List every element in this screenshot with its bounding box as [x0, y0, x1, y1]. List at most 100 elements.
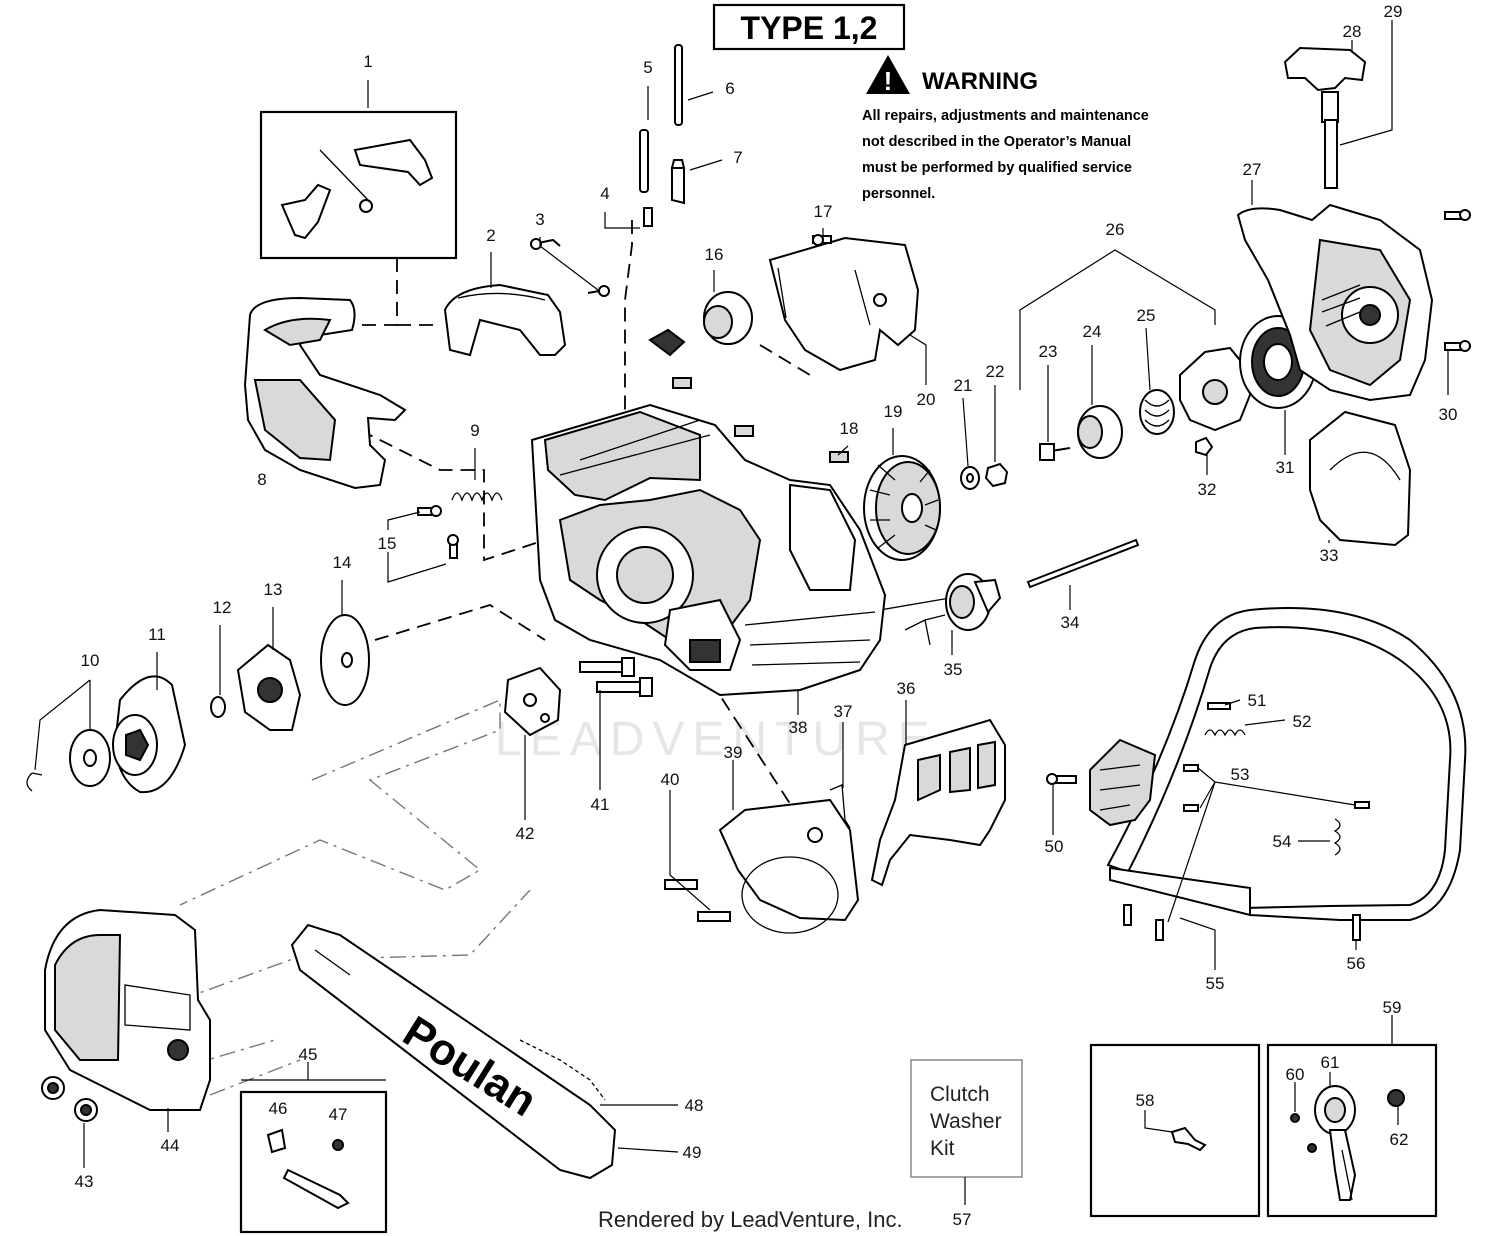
- nut-32: [1195, 436, 1214, 457]
- clips-18: [672, 377, 849, 463]
- callout-15: 15: [378, 534, 397, 553]
- callout-49: 49: [683, 1143, 702, 1162]
- leader-lines: [34, 20, 1449, 1205]
- assembly-lines: [355, 220, 951, 851]
- callout-46: 46: [269, 1099, 288, 1118]
- chain-brake-39: [718, 798, 860, 934]
- nuts-43: [41, 1076, 98, 1122]
- callout-9: 9: [470, 421, 479, 440]
- chain-brake-handle-36: [870, 718, 1006, 887]
- callout-3: 3: [535, 210, 544, 229]
- callout-11: 11: [148, 625, 166, 644]
- callout-58: 58: [1136, 1091, 1155, 1110]
- engine-housing: [530, 403, 887, 697]
- callout-57: 57: [953, 1210, 972, 1229]
- kit-line-1: Clutch: [930, 1083, 990, 1106]
- callout-34: 34: [1061, 613, 1080, 632]
- callout-25: 25: [1137, 306, 1156, 325]
- clutch-ring-10: [26, 729, 111, 792]
- kit-box-45: [239, 1090, 388, 1234]
- callout-23: 23: [1039, 342, 1058, 361]
- callout-labels: 1 2 3 4 5 6 7 8 9 10 11 12 13 14 15 16 1…: [75, 2, 1458, 1229]
- pawl-plate-26: [1179, 346, 1252, 432]
- intake-35: [904, 573, 1002, 646]
- callout-47: 47: [329, 1105, 348, 1124]
- callout-39: 39: [724, 743, 743, 762]
- callout-50: 50: [1045, 837, 1064, 856]
- callout-4: 4: [600, 184, 609, 203]
- starter-housing-27: [1236, 203, 1434, 402]
- washer-12: [210, 696, 226, 718]
- part-58: [1170, 1126, 1207, 1152]
- callout-59: 59: [1383, 998, 1402, 1017]
- svg-text:!: !: [884, 66, 893, 96]
- kit-box-59: [1266, 1043, 1438, 1218]
- callout-60: 60: [1286, 1065, 1305, 1084]
- callout-18: 18: [840, 419, 859, 438]
- callout-48: 48: [685, 1096, 704, 1115]
- front-handle-55: [1089, 607, 1467, 921]
- callout-26: 26: [1106, 220, 1125, 239]
- handle-hardware: [1046, 702, 1370, 941]
- starter-pulley-24: [1077, 405, 1123, 459]
- callout-41: 41: [591, 795, 610, 814]
- screw-23: [1039, 443, 1071, 461]
- callout-24: 24: [1083, 322, 1102, 341]
- nut-22: [984, 462, 1009, 488]
- callout-16: 16: [705, 245, 724, 264]
- warning-block: ! WARNING All repairs, adjustments and m…: [862, 55, 1149, 202]
- callout-1: 1: [363, 52, 372, 71]
- screws-30: [1444, 209, 1471, 352]
- callout-40: 40: [661, 770, 680, 789]
- warning-line-2: not described in the Operator’s Manual: [862, 134, 1131, 150]
- warning-line-3: must be performed by qualified service: [862, 160, 1132, 176]
- callout-43: 43: [75, 1172, 94, 1191]
- kit-line-3: Kit: [930, 1137, 955, 1160]
- warning-line-4: personnel.: [862, 186, 935, 202]
- kit-box-1: [259, 110, 458, 260]
- callout-37: 37: [834, 702, 853, 721]
- callout-52: 52: [1293, 712, 1312, 731]
- callout-14: 14: [333, 553, 352, 572]
- rod-34: [1026, 538, 1140, 589]
- callout-8: 8: [257, 470, 266, 489]
- screws-40: [664, 879, 731, 922]
- callout-13: 13: [264, 580, 283, 599]
- warning-line-1: All repairs, adjustments and maintenance: [862, 108, 1149, 124]
- callout-55: 55: [1206, 974, 1225, 993]
- callout-54: 54: [1273, 832, 1292, 851]
- throttle-trigger-parts: [280, 138, 434, 240]
- watermark: LEADVENTURE: [495, 713, 938, 766]
- callout-27: 27: [1243, 160, 1262, 179]
- kit-line-2: Washer: [930, 1110, 1002, 1133]
- callout-30: 30: [1439, 405, 1458, 424]
- callout-35: 35: [944, 660, 963, 679]
- warning-heading: WARNING: [922, 68, 1038, 95]
- type-title-box: [712, 3, 906, 51]
- type-title: TYPE 1,2: [741, 10, 878, 46]
- callout-51: 51: [1248, 691, 1267, 710]
- tensioner-parts: [266, 1128, 350, 1210]
- clutch-washer-kit-box: [910, 1059, 1023, 1178]
- clutch-drum-11: [112, 675, 187, 794]
- oil-pump-rods: [639, 44, 686, 227]
- oil-cap-16: [648, 291, 753, 357]
- footer-credit: Rendered by LeadVenture, Inc.: [598, 1207, 903, 1232]
- screw-17: [812, 234, 832, 246]
- heat-shield-20: [768, 236, 920, 372]
- callout-32: 32: [1198, 480, 1217, 499]
- rear-handle: [243, 296, 407, 490]
- callout-53: 53: [1231, 765, 1250, 784]
- callout-42: 42: [516, 824, 535, 843]
- screws-15: [417, 505, 459, 559]
- clutch-13: [236, 643, 302, 731]
- clutch-plate-14: [320, 614, 370, 706]
- callout-45: 45: [299, 1045, 318, 1064]
- callout-38: 38: [789, 718, 808, 737]
- callout-33: 33: [1320, 546, 1339, 565]
- spring-9: [451, 492, 503, 502]
- callout-10: 10: [81, 651, 100, 670]
- deflector-33: [1309, 410, 1412, 547]
- callout-62: 62: [1390, 1130, 1409, 1149]
